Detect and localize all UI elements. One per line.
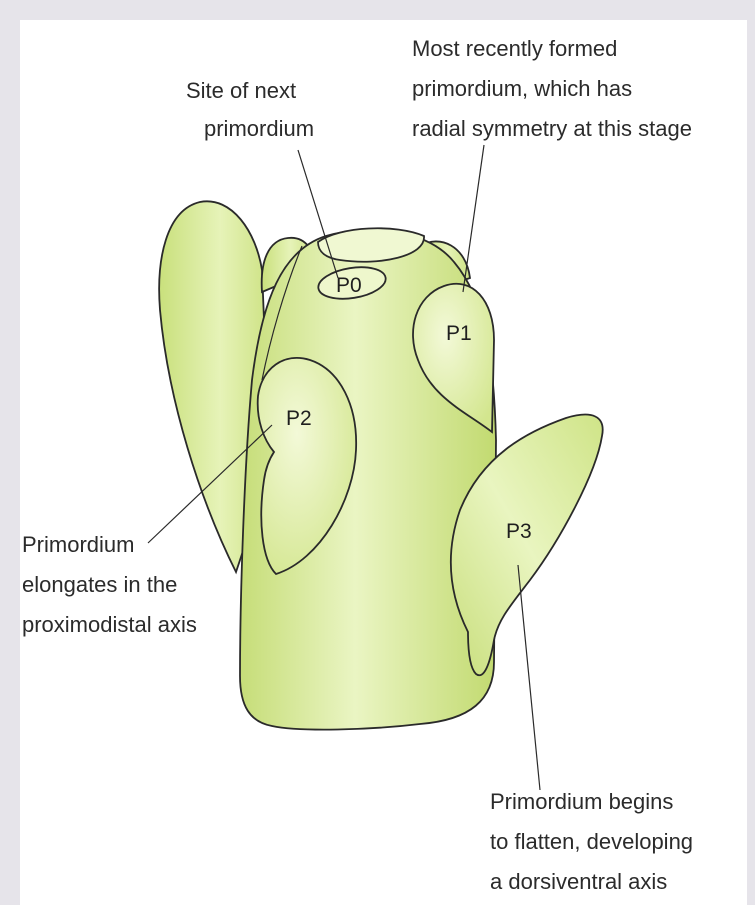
flattens-label-line1: Primordium begins	[490, 789, 673, 814]
leader-flattens	[518, 565, 540, 790]
next-site-label-line2: primordium	[204, 116, 314, 141]
p0-label: P0	[336, 274, 362, 297]
next-site-label-line1: Site of next	[186, 78, 296, 103]
elongates-label-line3: proximodistal axis	[22, 612, 197, 637]
leader-recent	[463, 145, 484, 292]
elongates-label-line2: elongates in the	[22, 572, 177, 597]
flattens-label-line2: to flatten, developing	[490, 829, 693, 854]
p1-label: P1	[446, 322, 472, 345]
elongates-label-line1: Primordium	[22, 532, 134, 557]
recent-label-line2: primordium, which has	[412, 76, 632, 101]
recent-label-line3: radial symmetry at this stage	[412, 116, 692, 141]
p3-label: P3	[506, 520, 532, 543]
p2-label: P2	[286, 407, 312, 430]
flattens-label-line3: a dorsiventral axis	[490, 869, 667, 894]
recent-label-line1: Most recently formed	[412, 36, 617, 61]
